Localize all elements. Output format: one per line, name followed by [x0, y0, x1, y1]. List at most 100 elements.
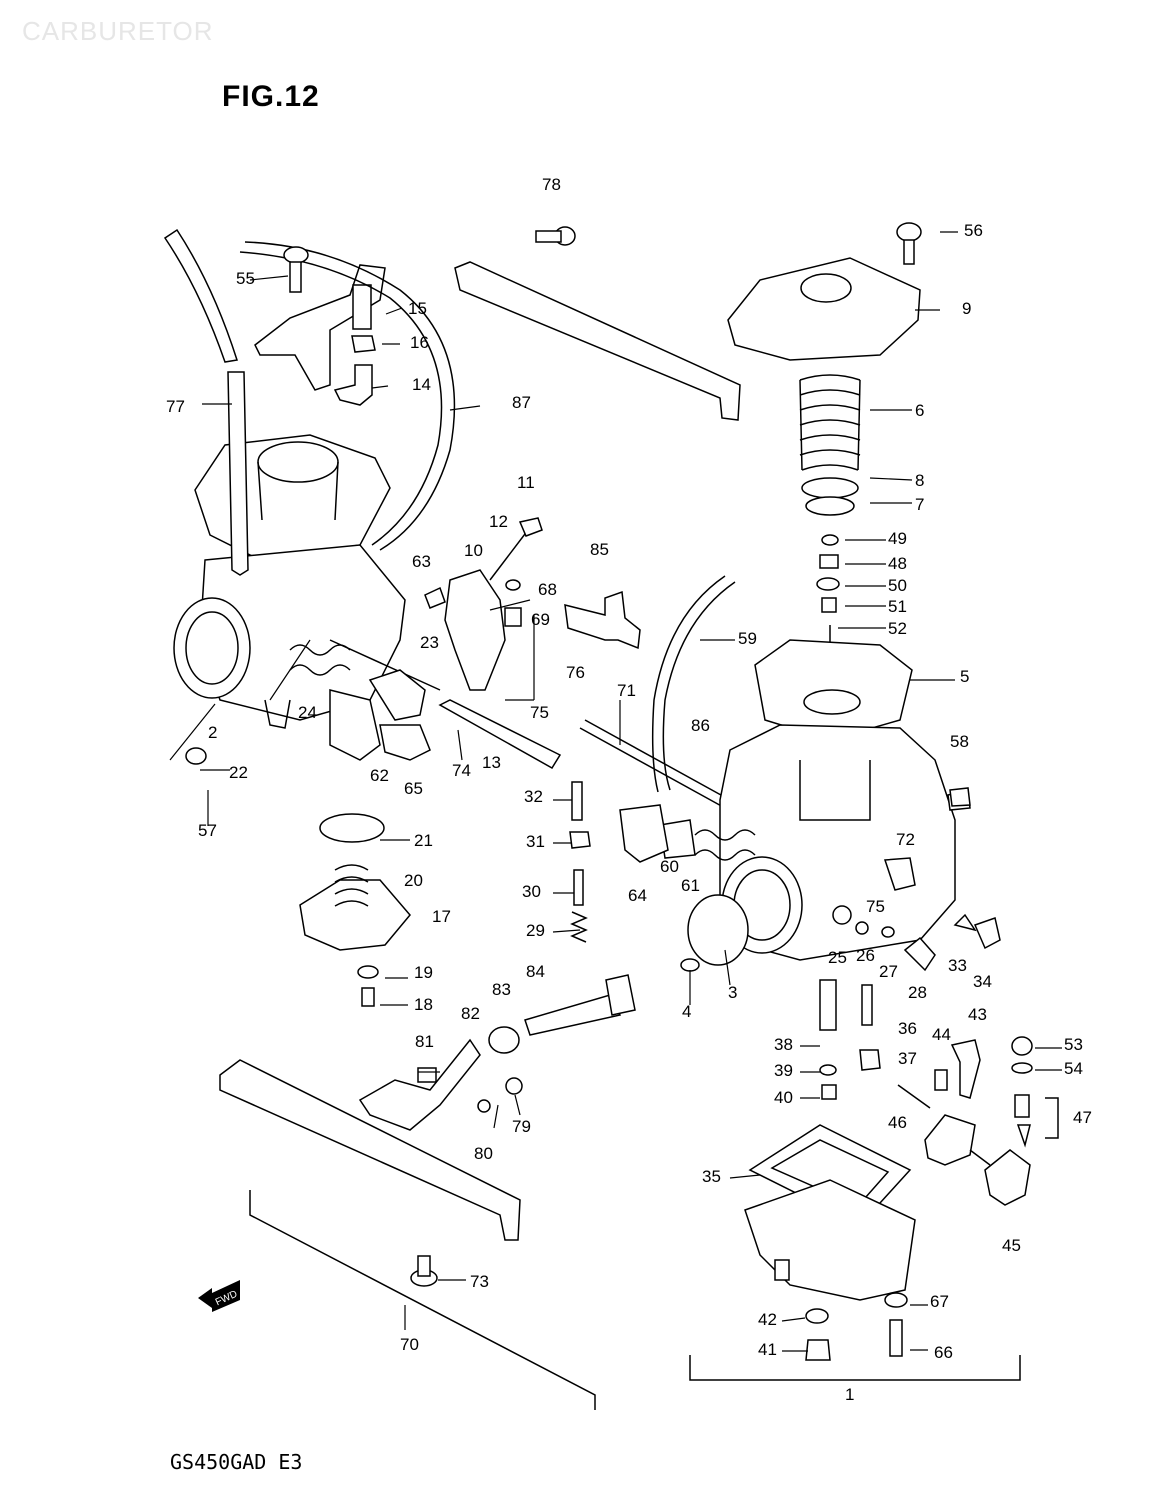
callout-11: 11 — [517, 473, 535, 492]
callout-85: 85 — [590, 540, 609, 559]
callout-5: 5 — [960, 667, 969, 686]
right-carburetor-body — [687, 724, 956, 966]
callout-59: 59 — [738, 629, 757, 648]
callout-33: 33 — [948, 956, 967, 975]
callout-10: 10 — [464, 541, 483, 560]
leader-line — [169, 703, 216, 761]
float-bowl — [744, 1179, 916, 1301]
mount-plate-70 — [219, 1059, 521, 1241]
callout-31: 31 — [526, 832, 545, 851]
callout-8: 8 — [915, 471, 924, 490]
callout-61: 61 — [681, 876, 700, 895]
callout-3: 3 — [728, 983, 737, 1002]
callout-22: 22 — [229, 763, 248, 782]
callout-64: 64 — [628, 886, 647, 905]
callout-56: 56 — [964, 221, 983, 240]
callout-60: 60 — [660, 857, 679, 876]
callout-51: 51 — [888, 597, 907, 616]
leader-line — [385, 307, 403, 315]
callout-25: 25 — [828, 948, 847, 967]
callout-1: 1 — [845, 1385, 854, 1404]
callout-87: 87 — [512, 393, 531, 412]
callout-68: 68 — [538, 580, 557, 599]
callout-79: 79 — [512, 1117, 531, 1136]
callout-73: 73 — [470, 1272, 489, 1291]
callout-13: 13 — [482, 753, 501, 772]
leader-line — [514, 1094, 521, 1116]
callout-74: 74 — [452, 761, 471, 780]
leader-line — [869, 477, 913, 481]
leader-line — [457, 729, 463, 761]
callout-19: 19 — [414, 963, 433, 982]
stop-64 — [619, 804, 669, 863]
callout-48: 48 — [888, 554, 907, 573]
shaft-71 — [584, 719, 731, 801]
chamber-17 — [299, 813, 411, 1007]
needle-47 — [1014, 1094, 1031, 1148]
bracket-line-1 — [689, 1355, 1021, 1381]
parts-25-28-33-34 — [832, 905, 1001, 972]
callout-32: 32 — [524, 787, 543, 806]
callout-49: 49 — [888, 529, 907, 548]
callout-labels: 1234567891011121314151617181920212223242… — [166, 175, 1092, 1404]
callout-71: 71 — [617, 681, 636, 700]
retainer-7-8 — [801, 477, 859, 516]
callout-75: 75 — [530, 703, 549, 722]
callout-26: 26 — [856, 946, 875, 965]
leader-line — [371, 385, 389, 389]
vent-tube-77 — [163, 228, 249, 576]
throttle-link-group — [424, 517, 543, 691]
jets-36-40 — [819, 979, 881, 1100]
callout-72: 72 — [896, 830, 915, 849]
callout-36: 36 — [898, 1019, 917, 1038]
callout-50: 50 — [888, 576, 907, 595]
callout-37: 37 — [898, 1049, 917, 1068]
callout-86: 86 — [691, 716, 710, 735]
top-cap-9 — [727, 257, 921, 361]
float-45 — [924, 1114, 1031, 1206]
callout-28: 28 — [908, 983, 927, 1002]
callout-18: 18 — [414, 995, 433, 1014]
callout-84: 84 — [526, 962, 545, 981]
callout-78: 78 — [542, 175, 561, 194]
callout-39: 39 — [774, 1061, 793, 1080]
callout-35: 35 — [702, 1167, 721, 1186]
callout-67: 67 — [930, 1292, 949, 1311]
model-code: GS450GAD E3 — [170, 1450, 303, 1474]
callout-23: 23 — [420, 633, 439, 652]
callout-52: 52 — [888, 619, 907, 638]
callout-45: 45 — [1002, 1236, 1021, 1255]
callout-44: 44 — [932, 1025, 951, 1044]
callout-57: 57 — [198, 821, 217, 840]
spring-6 — [799, 374, 861, 471]
callout-29: 29 — [526, 921, 545, 940]
callout-70: 70 — [400, 1335, 419, 1354]
callout-43: 43 — [968, 1005, 987, 1024]
callout-54: 54 — [1064, 1059, 1083, 1078]
rod-74 — [438, 699, 562, 770]
callout-9: 9 — [962, 299, 971, 318]
callout-41: 41 — [758, 1340, 777, 1359]
callout-69: 69 — [531, 610, 550, 629]
screw-78 — [535, 226, 576, 246]
callout-82: 82 — [461, 1004, 480, 1023]
screw-4 — [680, 958, 700, 972]
leader-line — [493, 1104, 499, 1129]
hose-87 — [244, 241, 456, 551]
watermark-text: CARBURETOR — [22, 16, 214, 46]
callout-16: 16 — [410, 333, 429, 352]
callout-63: 63 — [412, 552, 431, 571]
screw-73 — [410, 1255, 438, 1287]
callout-6: 6 — [915, 401, 924, 420]
callout-40: 40 — [774, 1088, 793, 1107]
leader-line — [249, 275, 289, 281]
bracket-group-15 — [254, 264, 386, 406]
callout-42: 42 — [758, 1310, 777, 1329]
callout-2: 2 — [208, 723, 217, 742]
callout-66: 66 — [934, 1343, 953, 1362]
callout-47: 47 — [1073, 1108, 1092, 1127]
callout-27: 27 — [879, 962, 898, 981]
callout-15: 15 — [408, 299, 427, 318]
callout-65: 65 — [404, 779, 423, 798]
